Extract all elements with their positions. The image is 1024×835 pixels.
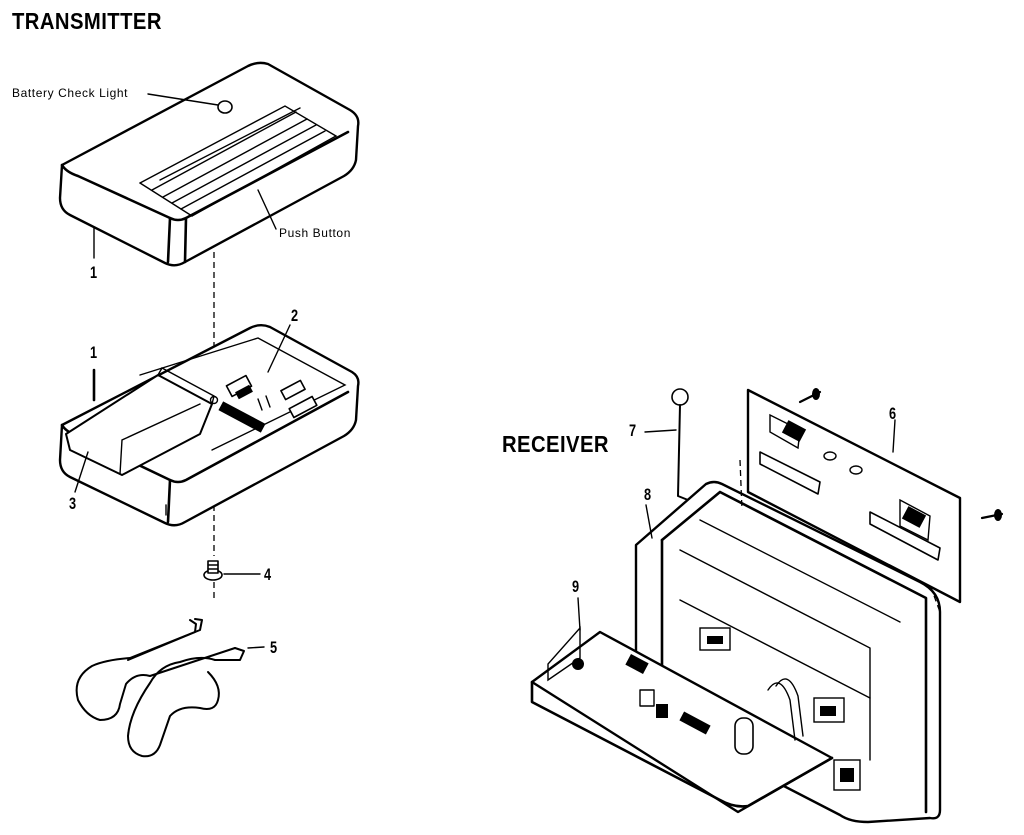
part-number-3: 3 [69, 494, 77, 513]
part-number-5: 5 [270, 638, 278, 657]
part-number-6: 6 [889, 404, 897, 423]
part-number-9: 9 [572, 577, 580, 596]
part-number-7: 7 [629, 421, 637, 440]
panel-screws [798, 388, 1004, 521]
visor-clip-part-5 [75, 618, 265, 758]
part-number-8: 8 [644, 485, 652, 504]
push-button-label: Push Button [279, 226, 351, 240]
antenna-part-7 [644, 388, 691, 513]
screw-part-4 [203, 560, 261, 581]
transmitter-cover [58, 61, 360, 267]
receiver-heading: RECEIVER [502, 431, 610, 457]
part-number-4: 4 [264, 565, 272, 584]
rear-panel-part-6 [746, 388, 962, 604]
transmitter-heading: TRANSMITTER [12, 8, 162, 34]
part-number-1-mid: 1 [90, 343, 98, 362]
circuit-board-part-9 [530, 597, 834, 814]
part-number-1-top: 1 [90, 263, 98, 282]
battery-check-light-label: Battery Check Light [12, 86, 129, 100]
transmitter-base [58, 324, 360, 527]
part-number-2: 2 [291, 306, 299, 325]
